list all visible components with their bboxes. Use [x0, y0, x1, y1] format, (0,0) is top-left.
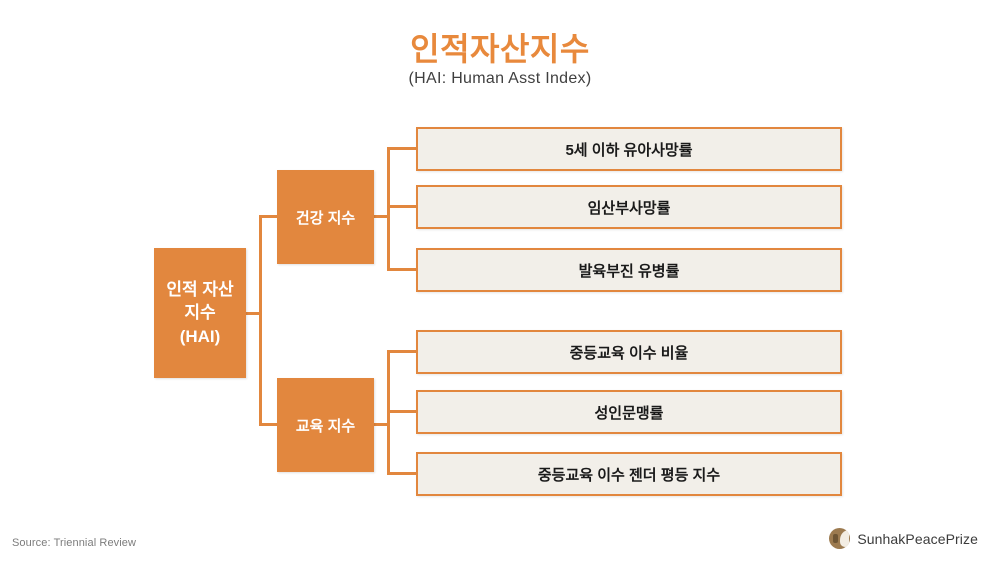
connector-trunk-to-education	[259, 423, 279, 426]
leaf-health-2[interactable]: 임산부사망률	[416, 185, 842, 229]
connector-root-stub	[246, 312, 262, 315]
leaf-health-1-label: 5세 이하 유아사망률	[565, 141, 693, 159]
leaf-education-3-label: 중등교육 이수 젠더 평등 지수	[537, 466, 721, 484]
connector-education-to-child-1	[387, 350, 418, 353]
node-root-label-line-3: (HAI)	[179, 326, 221, 346]
page-subtitle: (HAI: Human Asst Index)	[408, 70, 592, 87]
brand-name: SunhakPeacePrize	[857, 530, 978, 547]
node-branch-health[interactable]: 건강 지수	[277, 170, 374, 264]
leaf-health-1[interactable]: 5세 이하 유아사망률	[416, 127, 842, 171]
connector-education-to-child-2	[387, 410, 418, 413]
node-root-label: 인적 자산 지수 (HAI)	[166, 278, 233, 348]
brand-logo: SunhakPeacePrize	[829, 528, 978, 549]
connector-education-stub	[374, 423, 390, 426]
leaf-health-3-label: 발육부진 유병률	[578, 262, 680, 280]
node-root-label-line-2: 지수	[184, 303, 216, 323]
connector-trunk-to-health	[259, 215, 279, 218]
connector-health-to-child-1	[387, 147, 418, 150]
page-title: 인적자산지수	[410, 31, 590, 67]
node-branch-education-label: 교육 지수	[295, 417, 356, 435]
connector-root-trunk	[259, 215, 262, 425]
source-note: Source: Triennial Review	[12, 537, 137, 549]
leaf-education-2[interactable]: 성인문맹률	[416, 390, 842, 434]
connector-health-to-child-3	[387, 268, 418, 271]
leaf-education-1-label: 중등교육 이수 비율	[569, 344, 689, 362]
leaf-education-2-label: 성인문맹률	[594, 404, 664, 422]
connector-health-stub	[374, 215, 390, 218]
node-root-label-line-1: 인적 자산	[166, 279, 234, 299]
connector-health-trunk	[387, 147, 390, 271]
node-branch-education[interactable]: 교육 지수	[277, 378, 374, 472]
leaf-education-1[interactable]: 중등교육 이수 비율	[416, 330, 842, 374]
connector-education-to-child-3	[387, 472, 418, 475]
connector-health-to-child-2	[387, 205, 418, 208]
leaf-health-3[interactable]: 발육부진 유병률	[416, 248, 842, 292]
leaf-education-3[interactable]: 중등교육 이수 젠더 평등 지수	[416, 452, 842, 496]
node-root-hai[interactable]: 인적 자산 지수 (HAI)	[154, 248, 246, 378]
node-branch-health-label: 건강 지수	[295, 209, 356, 227]
sunhak-emblem-icon	[829, 528, 851, 549]
leaf-health-2-label: 임산부사망률	[587, 199, 671, 217]
